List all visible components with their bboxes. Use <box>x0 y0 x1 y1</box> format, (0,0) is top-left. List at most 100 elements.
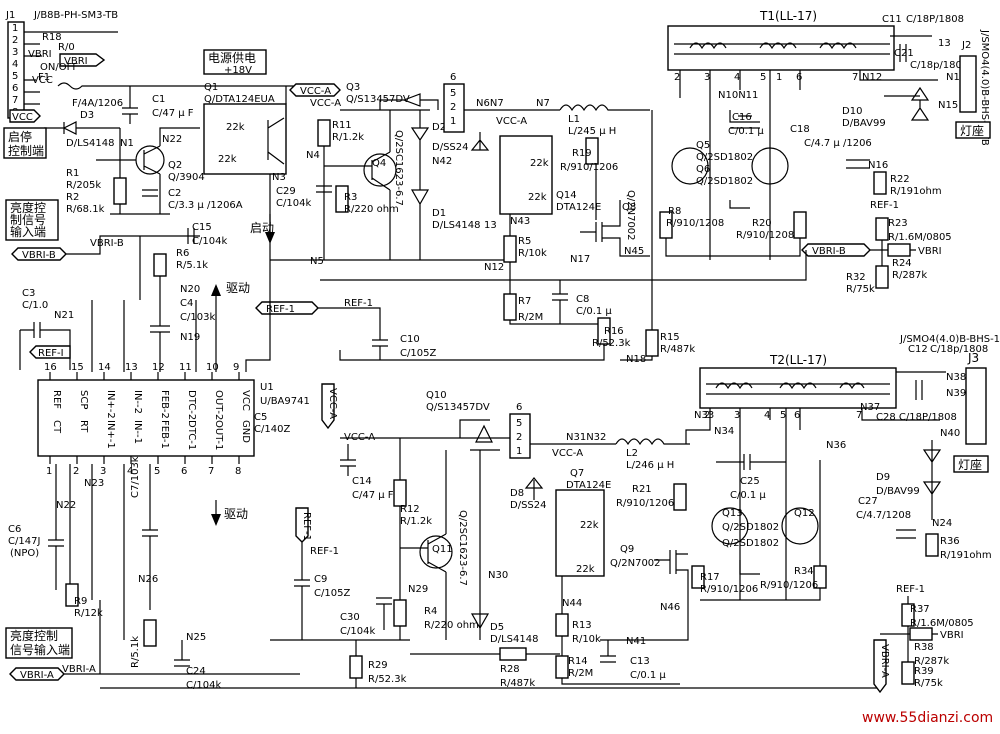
cap-c27 <box>896 529 916 539</box>
r34-label: R34 <box>794 566 814 577</box>
c13-label: C13 <box>630 656 650 667</box>
transistor-q13 <box>711 507 749 545</box>
r13-value: R/10k <box>572 634 601 645</box>
mosfet-q9 <box>600 550 689 641</box>
start-arrow-head <box>265 232 275 244</box>
n22b-label: N22 <box>56 500 76 511</box>
transistor-q4 <box>363 153 397 187</box>
u1-ref: U1 <box>260 382 274 393</box>
n29-label: N29 <box>408 584 428 595</box>
r23-label: R23 <box>888 218 908 229</box>
q3-label: Q3 <box>346 82 360 93</box>
c30-value: C/104k <box>340 626 375 637</box>
res-r4-body <box>393 599 407 627</box>
n44-label: N44 <box>562 598 582 609</box>
bright-a-text-1: 亮度控制 <box>10 628 58 643</box>
j1-pin-4: 4 <box>12 59 18 70</box>
c11-value: C/18P/1808 <box>906 14 964 25</box>
r38-label: R38 <box>914 642 934 653</box>
j1-pin-3: 3 <box>12 47 18 58</box>
res-r5-body <box>503 235 517 263</box>
t1-pins <box>679 70 890 260</box>
t1-bottom-wire <box>665 200 801 257</box>
diode-d5 <box>470 450 490 640</box>
connector-6 <box>443 83 465 133</box>
r37-value: R/1.6M/0805 <box>910 618 974 629</box>
r2-value: R/68.1k <box>66 204 105 215</box>
transformer-t1 <box>667 25 895 71</box>
q8-value: Q/2N7002 <box>625 190 636 241</box>
vbri-b-tag <box>11 247 67 261</box>
lamp2-text: 灯座 <box>958 457 982 472</box>
c7-label: C7/103k <box>130 456 141 498</box>
drive-bottom-text: 驱动 <box>224 507 248 521</box>
vbri-a-label: VBRI-A <box>62 664 96 675</box>
ic-bottom-pin-name: GND <box>240 420 251 443</box>
r24-value: R/287k <box>892 270 927 281</box>
t2-pins <box>685 408 896 600</box>
d9-value: D/BAV99 <box>876 486 920 497</box>
n25-label: N25 <box>186 632 206 643</box>
c3-label: C3 <box>22 288 35 299</box>
q6-label: Q6 <box>696 164 710 175</box>
cap-c3 <box>19 322 71 370</box>
t1-pin1: 1 <box>776 72 782 83</box>
res-r21-body <box>673 483 687 511</box>
r38-value: R/287k <box>914 656 949 667</box>
j1-wires <box>24 31 118 105</box>
ic-top-pin-num: 15 <box>71 362 84 373</box>
t1-pin7: 7 <box>852 72 858 83</box>
transistor-q7 <box>555 489 605 577</box>
conn6-pin1: 1 <box>450 116 456 127</box>
n19-label: N19 <box>180 332 200 343</box>
q5-value: Q/2SD1802 <box>696 152 753 163</box>
d3-value: D/LS4148 <box>66 138 114 149</box>
r1-label: R1 <box>66 168 79 179</box>
vbri-a-wire <box>64 600 880 689</box>
q2-wires <box>96 127 200 214</box>
res-r36-body <box>925 533 939 557</box>
r36-value: R/191ohm <box>940 550 992 561</box>
connector-6-lower <box>509 413 531 459</box>
vbri-a-tag <box>9 667 65 681</box>
t2-windings <box>715 382 865 390</box>
ic-bottom-pin-name: RT <box>78 420 89 433</box>
q1-value: Q/DTA124EUA <box>204 94 275 105</box>
drive-arrow-bottom-head <box>211 514 221 526</box>
start-ctrl-text-2: 控制端 <box>8 144 44 158</box>
d5-label: D5 <box>490 622 504 633</box>
n26-label: N26 <box>138 574 158 585</box>
n36-label: N36 <box>826 440 846 451</box>
vcc-a-top-text: VCC-A <box>310 98 341 109</box>
inductor-l1 <box>559 104 650 112</box>
c18-value: C/4.7 μ /1206 <box>804 138 872 149</box>
ic-bottom-pin-num: 2 <box>73 466 79 477</box>
q2-value: Q/3904 <box>168 172 205 183</box>
r16-value: R/52.3k <box>592 338 631 349</box>
bright-b-text-2: 制信号 <box>10 213 46 227</box>
ic-top-pin-num: 13 <box>125 362 138 373</box>
res-r38-body <box>909 627 933 641</box>
ic-bottom-pin-name: DTC-1 <box>186 420 197 450</box>
ic-bottom-pin-num: 8 <box>235 466 241 477</box>
res-r17-body <box>691 565 705 589</box>
ref-i-tag <box>29 345 71 359</box>
r16-label: R16 <box>604 326 624 337</box>
n33-label: N33 <box>694 410 714 421</box>
r7-value: R/2M <box>518 312 543 323</box>
c15-label: C15 <box>192 222 212 233</box>
ref1-tag-vert-text: REF-1 <box>301 512 312 541</box>
cap-c9 <box>270 542 410 641</box>
r19-label: R19 <box>572 148 592 159</box>
c6-label: C6 <box>8 524 21 535</box>
c6-value: C/147J <box>8 536 40 547</box>
cap-c24 <box>174 640 190 667</box>
r1-value: R/205k <box>66 180 101 191</box>
cap-c1 <box>122 86 138 124</box>
ref1-bottom-right: REF-1 <box>896 584 925 595</box>
diode-d3 <box>44 121 120 135</box>
cap-c29 <box>316 185 332 193</box>
ic-top-pin-num: 12 <box>152 362 165 373</box>
r9-value: R/12k <box>74 608 103 619</box>
